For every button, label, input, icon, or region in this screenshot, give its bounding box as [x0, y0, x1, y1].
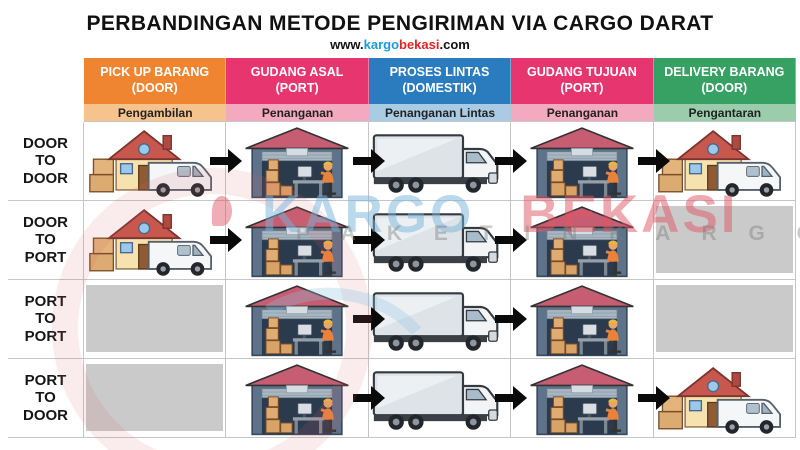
cell-warehouse [511, 122, 670, 201]
column-subheader-1: Pengambilan [84, 104, 227, 122]
website-url: www.kargobekasi.com [0, 37, 800, 52]
website-brand-kargo: kargo [363, 37, 400, 52]
column-subheader-2: Penanganan [226, 104, 369, 122]
column-header-5: DELIVERY BARANG(DOOR) [653, 58, 796, 104]
empty-step-block [86, 364, 224, 431]
column-header-3: PROSES LINTAS(DOMESTIK) [368, 58, 512, 104]
cell-house-van [653, 359, 796, 438]
column-header-line: (PORT) [560, 81, 604, 95]
column-header-4: GUDANG TUJUAN(PORT) [511, 58, 654, 104]
column-header-2: GUDANG ASAL(PORT) [226, 58, 369, 104]
empty-step-block [655, 285, 793, 352]
cell-truck [368, 122, 528, 201]
warehouse-icon [529, 124, 635, 199]
column-header-line: PROSES LINTAS [389, 65, 490, 80]
cell-empty [653, 280, 796, 359]
page-title: PERBANDINGAN METODE PENGIRIMAN VIA CARGO… [86, 12, 714, 35]
warehouse-icon [529, 361, 635, 436]
column-header-line: (DOOR) [131, 81, 178, 95]
cell-warehouse [511, 280, 654, 359]
column-header-line: GUDANG ASAL [250, 65, 344, 80]
warehouse-icon [529, 203, 635, 278]
warehouse-icon [244, 282, 350, 357]
cell-warehouse [226, 201, 385, 280]
cell-warehouse [226, 359, 385, 438]
comparison-table: PICK UP BARANG(DOOR)GUDANG ASAL(PORT)PRO… [8, 58, 796, 438]
column-header-line: (DOOR) [701, 81, 748, 95]
truck-icon [370, 125, 508, 197]
cell-truck [368, 280, 528, 359]
subheader-corner-cell [8, 104, 84, 122]
house-van-icon [87, 202, 223, 278]
house-van-icon [87, 123, 223, 199]
column-subheader-5: Pengantaran [653, 104, 796, 122]
column-header-1: PICK UP BARANG(DOOR) [84, 58, 227, 104]
warehouse-icon [244, 124, 350, 199]
cell-warehouse [226, 280, 385, 359]
cell-truck [368, 359, 528, 438]
column-header-line: GUDANG TUJUAN [527, 65, 637, 80]
column-header-line: DELIVERY BARANG [664, 65, 785, 80]
website-prefix: www. [330, 37, 364, 52]
column-header-row: PICK UP BARANG(DOOR)GUDANG ASAL(PORT)PRO… [8, 58, 796, 104]
website-suffix: .com [439, 37, 470, 52]
warehouse-icon [244, 361, 350, 436]
warehouse-icon [529, 282, 635, 357]
truck-icon [370, 362, 508, 434]
cell-warehouse [511, 201, 654, 280]
cell-empty [84, 359, 227, 438]
warehouse-icon [244, 203, 350, 278]
cell-truck [368, 201, 528, 280]
cell-warehouse [226, 122, 385, 201]
truck-icon [370, 204, 508, 276]
column-subheader-4: Penanganan [511, 104, 654, 122]
cell-house-van [653, 122, 796, 201]
column-subheader-3: Penanganan Lintas [368, 104, 512, 122]
website-brand-bekasi: bekasi [399, 37, 440, 52]
cell-house-van [84, 122, 243, 201]
cell-empty [84, 280, 227, 359]
column-header-line: PICK UP BARANG [100, 65, 210, 80]
empty-step-block [86, 285, 224, 352]
truck-icon [370, 283, 508, 355]
header-corner-cell [8, 58, 84, 104]
cell-house-van [84, 201, 243, 280]
house-van-icon [656, 123, 792, 199]
cell-warehouse [511, 359, 670, 438]
column-header-line: (PORT) [275, 81, 319, 95]
house-van-icon [656, 360, 792, 436]
empty-step-block [655, 206, 793, 273]
column-header-line: (DOMESTIK) [402, 81, 477, 95]
cell-empty [653, 201, 796, 280]
